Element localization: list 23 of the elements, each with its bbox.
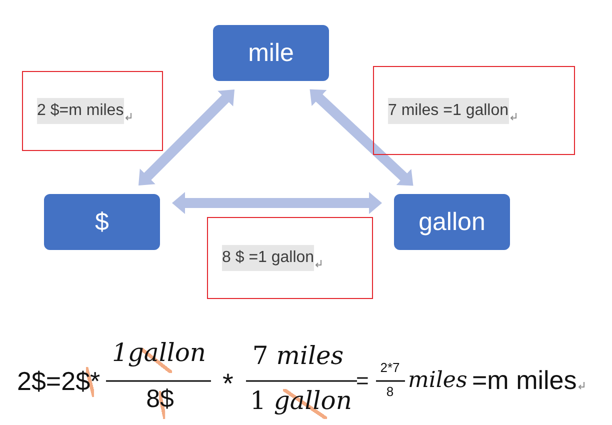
denominator: 8 — [386, 385, 394, 400]
unit-label: $ — [95, 208, 109, 236]
annotation-frame — [373, 66, 575, 155]
unit-box — [213, 25, 329, 81]
double-arrow — [172, 192, 382, 214]
multiply-sign: * — [222, 368, 234, 400]
numerator: 1gallon — [112, 339, 206, 373]
conversion-text: 2 $=m miles — [37, 98, 124, 124]
denominator: 1 gallon — [250, 387, 352, 419]
annotation-frame — [207, 217, 373, 299]
annotation-frame — [22, 71, 163, 151]
equation-text: =m miles — [472, 366, 577, 396]
unit-label: mile — [248, 38, 294, 68]
conversion-text: 8 $ =1 gallon — [222, 245, 314, 271]
equation-text: 2$=2$* — [17, 367, 100, 397]
numerator: 2*7 — [380, 361, 400, 376]
unit-label: gallon — [418, 208, 486, 236]
numerator: 7 miles — [252, 342, 344, 371]
equation-text: miles — [408, 368, 468, 394]
unit-box — [44, 194, 160, 250]
unit-box — [394, 194, 510, 250]
conversion-text: 7 miles =1 gallon — [388, 98, 509, 124]
equals-sign: = — [356, 368, 369, 394]
